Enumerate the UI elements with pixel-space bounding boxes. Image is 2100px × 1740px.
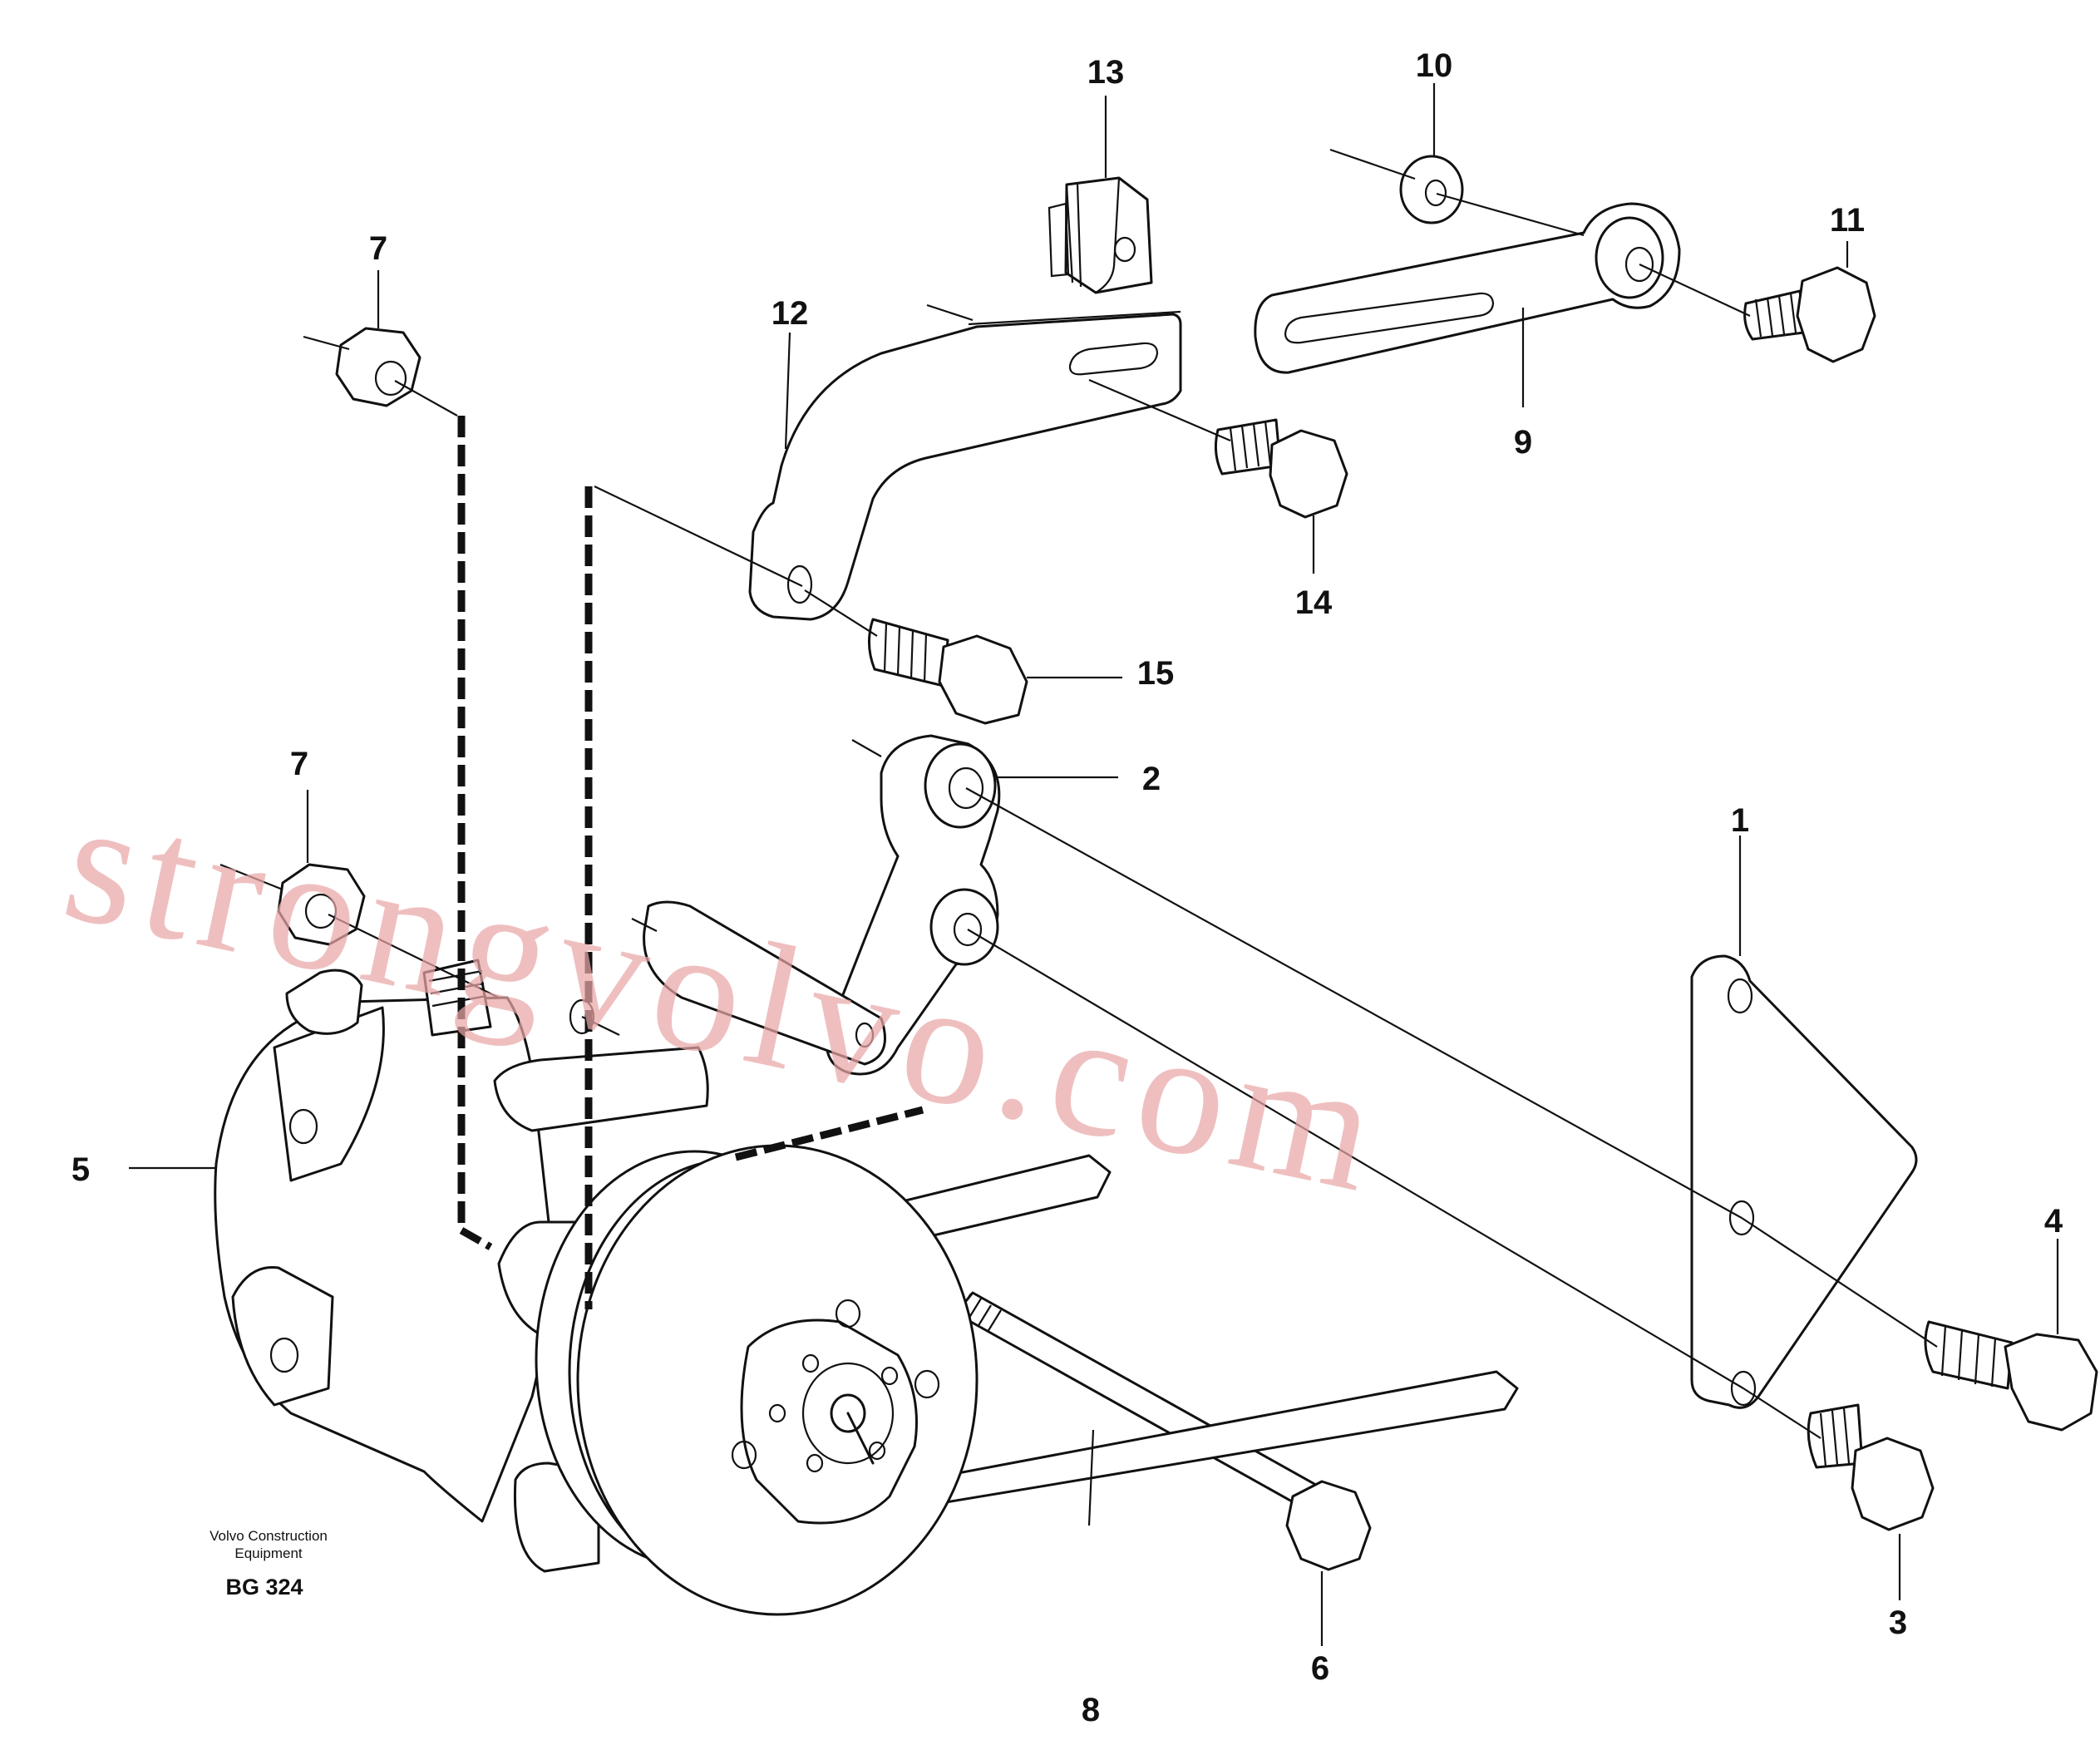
pulley bbox=[536, 1146, 977, 1614]
callout-1: 1 bbox=[1731, 802, 1749, 839]
callout-8: 8 bbox=[1082, 1692, 1100, 1728]
part-4-bolt bbox=[1925, 1322, 2097, 1430]
callout-10: 10 bbox=[1416, 47, 1453, 84]
part-15-bolt bbox=[869, 619, 1027, 723]
callout-6: 6 bbox=[1311, 1650, 1329, 1687]
callout-7-lower: 7 bbox=[290, 746, 308, 782]
brand-line-2: Equipment bbox=[234, 1545, 303, 1561]
diagram-code: BG 324 bbox=[225, 1575, 303, 1600]
callout-11: 11 bbox=[1830, 202, 1865, 239]
part-9-slotted-arm bbox=[1255, 204, 1679, 372]
brand-line-1: Volvo Construction bbox=[210, 1528, 328, 1544]
callout-5: 5 bbox=[71, 1151, 90, 1188]
callout-14: 14 bbox=[1295, 584, 1333, 621]
callout-4: 4 bbox=[2044, 1203, 2063, 1240]
part-3-bolt bbox=[1808, 1405, 1933, 1530]
part-13-clip bbox=[1049, 178, 1151, 293]
callout-7-upper: 7 bbox=[369, 230, 387, 267]
part-12-bracket bbox=[750, 312, 1181, 619]
callout-2: 2 bbox=[1142, 761, 1161, 797]
part-14-bolt bbox=[1215, 420, 1347, 517]
callout-9: 9 bbox=[1514, 424, 1532, 461]
brand-block: Volvo Construction Equipment BG 324 bbox=[210, 1528, 328, 1600]
callout-15: 15 bbox=[1137, 655, 1175, 692]
callout-3: 3 bbox=[1889, 1604, 1907, 1641]
callout-12: 12 bbox=[771, 295, 809, 332]
part-10-washer bbox=[1401, 156, 1462, 223]
part-1-plate bbox=[1692, 956, 1916, 1407]
part-11-bolt bbox=[1745, 268, 1875, 362]
callout-13: 13 bbox=[1087, 54, 1125, 91]
part-7-nut-upper bbox=[337, 328, 420, 406]
